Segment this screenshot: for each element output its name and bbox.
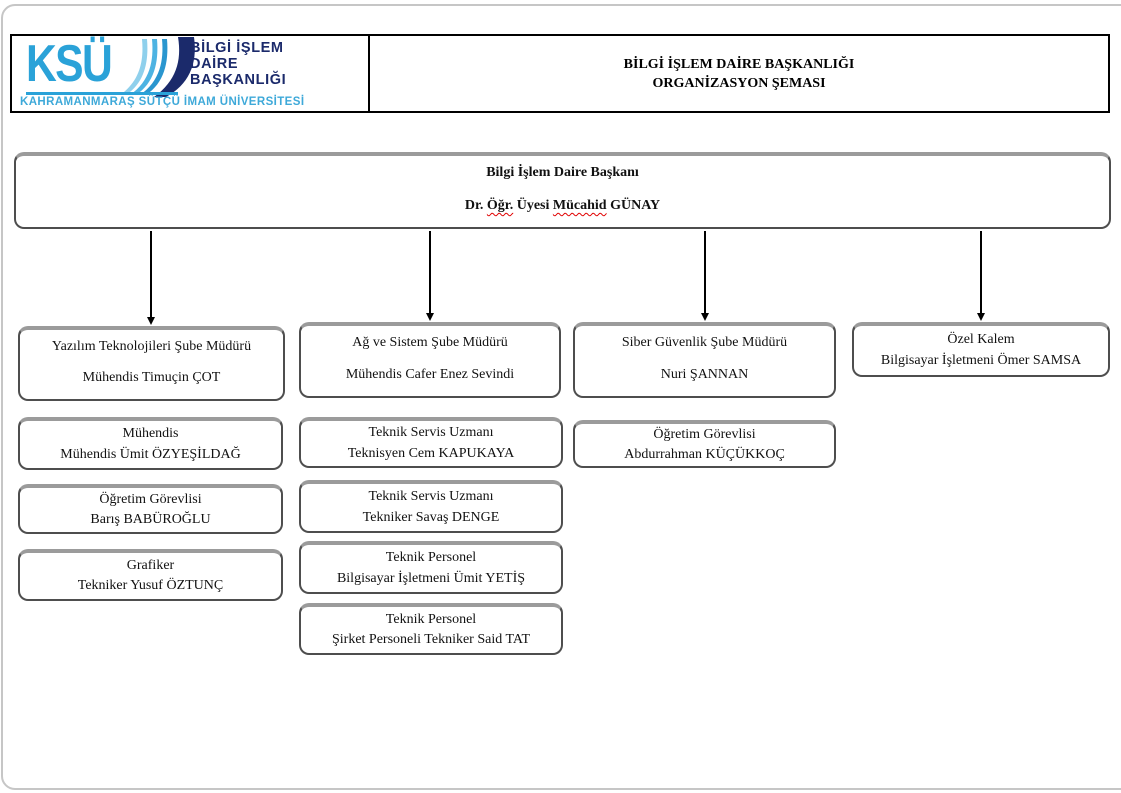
branch-title: Özel Kalem: [947, 332, 1015, 348]
report-title: Grafiker: [126, 557, 175, 573]
root-name: Dr. Öğr. Üyesi Mücahid GÜNAY: [464, 198, 661, 213]
document-title: BİLGİ İŞLEM DAİRE BAŞKANLIĞI ORGANİZASYO…: [370, 36, 1108, 111]
org-box-report: Öğretim Görevlisi Abdurrahman KÜÇÜKKOÇ: [573, 420, 836, 468]
ksu-logo: KSÜ BİLGİ İŞLEM DAİRE BAŞKANLIĞI KAHRAMA…: [12, 36, 370, 111]
logo-unit-name: BİLGİ İŞLEM DAİRE BAŞKANLIĞI: [190, 40, 286, 88]
report-name: Tekniker Yusuf ÖZTUNÇ: [77, 578, 224, 593]
connector-arrow: [147, 231, 154, 325]
misspelled-word: Mücahid: [552, 198, 607, 213]
report-name: Tekniker Savaş DENGE: [362, 509, 500, 525]
misspelled-word: Öğr.: [486, 198, 514, 213]
org-box-report: Öğretim Görevlisi Barış BABÜROĞLU: [18, 484, 283, 534]
report-name: Bilgisayar İşletmeni Ümit YETİŞ: [336, 570, 526, 586]
root-title: Bilgi İşlem Daire Başkanı: [486, 165, 639, 180]
org-box-branch-security: Siber Güvenlik Şube Müdürü Nuri ŞANNAN: [573, 322, 836, 398]
branch-name: Bilgisayar İşletmeni Ömer SAMSA: [880, 352, 1082, 368]
report-title: Teknik Personel: [385, 550, 477, 566]
page-border: [1, 4, 1121, 790]
logo-unit-line: BAŞKANLIĞI: [190, 72, 287, 88]
header: KSÜ BİLGİ İŞLEM DAİRE BAŞKANLIĞI KAHRAMA…: [10, 34, 1110, 113]
branch-title: Ağ ve Sistem Şube Müdürü: [352, 335, 508, 350]
connector-arrow: [426, 231, 433, 321]
branch-title: Yazılım Teknolojileri Şube Müdürü: [51, 339, 252, 354]
org-box-branch-secretary: Özel Kalem Bilgisayar İşletmeni Ömer SAM…: [852, 322, 1110, 377]
org-box-branch-software: Yazılım Teknolojileri Şube Müdürü Mühend…: [18, 326, 285, 401]
branch-title: Siber Güvenlik Şube Müdürü: [621, 335, 788, 350]
report-title: Teknik Servis Uzmanı: [368, 489, 494, 505]
report-title: Teknik Personel: [385, 611, 477, 627]
report-title: Mühendis: [122, 426, 179, 442]
ksu-swoosh-icon: [120, 37, 195, 97]
logo-unit-line: BİLGİ İŞLEM: [190, 40, 284, 56]
org-box-root: Bilgi İşlem Daire Başkanı Dr. Öğr. Üyesi…: [14, 152, 1111, 229]
org-box-report: Teknik Personel Bilgisayar İşletmeni Ümi…: [299, 541, 563, 594]
connector-arrow: [701, 231, 708, 321]
logo-unit-line: DAİRE: [190, 56, 239, 72]
branch-name: Nuri ŞANNAN: [660, 367, 749, 382]
connector-arrow: [977, 231, 984, 321]
document-title-line2: ORGANİZASYON ŞEMASI: [652, 75, 826, 91]
ksu-acronym: KSÜ: [26, 35, 113, 93]
org-box-branch-network: Ağ ve Sistem Şube Müdürü Mühendis Cafer …: [299, 322, 561, 398]
report-title: Öğretim Görevlisi: [99, 491, 202, 507]
report-name: Barış BABÜROĞLU: [90, 512, 211, 527]
org-box-report: Grafiker Tekniker Yusuf ÖZTUNÇ: [18, 549, 283, 601]
report-title: Öğretim Görevlisi: [653, 426, 756, 442]
logo-university-name: KAHRAMANMARAŞ SÜTÇÜ İMAM ÜNİVERSİTESİ: [20, 96, 305, 108]
report-name: Mühendis Ümit ÖZYEŞİLDAĞ: [60, 446, 241, 462]
logo-underline-rule: [26, 92, 178, 95]
report-name: Şirket Personeli Tekniker Said TAT: [331, 632, 531, 647]
report-title: Teknik Servis Uzmanı: [368, 425, 494, 441]
report-name: Abdurrahman KÜÇÜKKOÇ: [624, 447, 785, 462]
branch-name: Mühendis Cafer Enez Sevindi: [345, 367, 515, 382]
report-name: Teknisyen Cem KAPUKAYA: [347, 445, 515, 461]
org-box-report: Teknik Servis Uzmanı Tekniker Savaş DENG…: [299, 480, 563, 533]
org-box-report: Mühendis Mühendis Ümit ÖZYEŞİLDAĞ: [18, 417, 283, 470]
org-box-report: Teknik Personel Şirket Personeli Teknike…: [299, 603, 563, 655]
document-title-line1: BİLGİ İŞLEM DAİRE BAŞKANLIĞI: [623, 56, 855, 72]
org-box-report: Teknik Servis Uzmanı Teknisyen Cem KAPUK…: [299, 417, 563, 468]
branch-name: Mühendis Timuçin ÇOT: [82, 370, 221, 385]
